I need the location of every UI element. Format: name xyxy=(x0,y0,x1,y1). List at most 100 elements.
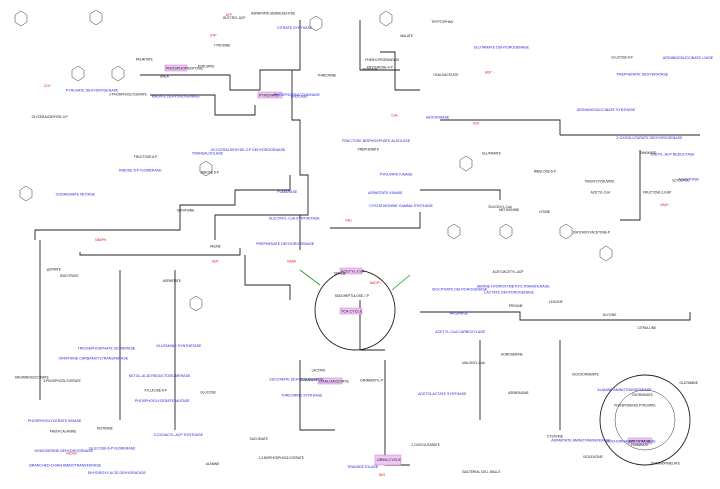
metabolite-label: ISOCITRATE xyxy=(60,274,79,278)
metabolite-label: ASPARTATE xyxy=(163,279,181,283)
enzyme-label: MALATE DEHYDROGENASE xyxy=(152,95,201,99)
metabolite-label: DIAMINOPIMELATE xyxy=(651,462,680,466)
cofactor-label: Pi xyxy=(47,269,50,273)
metabolite-label: PHENYLPYRUVATE xyxy=(585,180,614,184)
enzyme-label: CITRATE SYNTHASE xyxy=(277,26,313,30)
metabolite-label: SUCCINYL-CoA xyxy=(488,205,512,209)
enzyme-label: GLYCERALDEHYDE-3-P DEHYDROGENASE xyxy=(211,148,286,152)
metabolite-label: RIBOSE-5-P xyxy=(201,171,219,175)
cofactor-label: H2O xyxy=(473,121,480,125)
metabolite-label: ISOLEUCINE xyxy=(583,455,602,459)
cofactor-label: GDP xyxy=(212,259,219,263)
metabolite-label: BACTERIAL CELL WALLS xyxy=(463,470,501,474)
enzyme-label: ISOCITRATE DEHYDROGENASE xyxy=(432,288,488,292)
enzyme-label: TRANSALDOLASE xyxy=(192,152,224,156)
enzyme-label: FUMARASE xyxy=(277,190,298,194)
metabolite-label: 2-PHOSPHOGLYCERATE xyxy=(109,93,147,97)
enzyme-label: PYRUVATE KINASE xyxy=(380,172,414,176)
metabolite-label: MALONYL-CoA xyxy=(462,361,485,365)
metabolite-label: GLUCOSE xyxy=(200,390,216,394)
enzyme-label: SUCCINATE DEHYDROGENASE xyxy=(269,378,324,382)
metabolite-label: LYSINE xyxy=(539,210,550,214)
highlight-box-label: ACETYL-CoA xyxy=(341,270,365,274)
metabolite-label: UREA xyxy=(160,74,170,78)
metabolite-label: VALINE xyxy=(210,244,221,248)
metabolite-label: 3-PHOSPHOGLYCERATE xyxy=(43,379,81,383)
enzyme-label: ARGININOSUCCINATE LYASE xyxy=(663,56,714,60)
cofactor-label: NADP+ xyxy=(370,281,381,285)
metabolite-label: TRYPTOPHAN xyxy=(431,20,453,24)
metabolite-label: GLYCERALDEHYDE-3-P xyxy=(32,115,68,119)
enzyme-label: PHOSPHOFRUCTOKINASE xyxy=(274,93,321,97)
enzyme-label: CYSTATHIONINE GAMMA-SYNTHASE xyxy=(369,204,433,208)
metabolite-label: 2-OXOGLUTARATE xyxy=(411,443,440,447)
enzyme-label: ARGININOSUCCINATE SYNTHASE xyxy=(577,108,636,112)
enzyme-label: ACETOLACTATE SYNTHASE xyxy=(418,392,467,396)
metabolite-label: FUMARATE xyxy=(300,378,317,382)
enzyme-label: THREONINE SYNTHASE xyxy=(281,394,323,398)
urea-cycle xyxy=(599,374,691,466)
metabolite-label: GLYCEROL xyxy=(672,178,689,182)
enzyme-label: TRANSKETOLASE xyxy=(347,465,379,469)
metabolite-label: LACTATE xyxy=(312,368,326,372)
metabolite-label: SHIKIMATE xyxy=(640,151,657,155)
metabolite-label: GLYCINE xyxy=(603,313,617,317)
metabolite-label: ASPARAGINE xyxy=(508,391,528,395)
metabolite-label: PHENYLPROPANOIDS xyxy=(365,58,399,62)
metabolite-label: GLUCOSE-6-P xyxy=(611,55,633,59)
metabolite-label: OXALOACETATE xyxy=(433,73,458,77)
enzyme-label: GLUTAMINE SYNTHETASE xyxy=(156,344,202,348)
metabolite-label: PHENYLALANINE xyxy=(50,430,76,434)
cofactor-label: NAD+ xyxy=(660,203,669,207)
cofactor-label: FAD xyxy=(345,219,352,223)
metabolite-label: BUTYRYL-ACP xyxy=(223,16,245,20)
enzyme-label: SERINE HYDROXYMETHYLTRANSFERASE xyxy=(477,284,551,288)
enzyme-label: PREPHENATE DEHYDRATASE xyxy=(617,72,669,76)
metabolite-label: GLUTAMINE xyxy=(680,381,698,385)
metabolite-label: HISTIDINE xyxy=(97,426,113,430)
metabolite-label: PALMITATE xyxy=(136,58,153,62)
enzyme-label: GLUCOSE-6-P ISOMERASE xyxy=(89,447,136,451)
enzyme-label: RIBOSE-5-P ISOMERASE xyxy=(119,169,162,173)
metabolite-label: CITRULLINE xyxy=(638,326,657,330)
enzyme-label: SUCCINYL-CoA SYNTHETASE xyxy=(269,217,320,221)
metabolite-label: PROLINE xyxy=(509,304,523,308)
pathway-lines xyxy=(34,20,700,466)
metabolite-label: THREONINE xyxy=(318,74,337,78)
metabolite-label: FUMARATE xyxy=(631,443,648,447)
enzyme-label: BRANCHED-CHAIN AMINOTRANSFERASE xyxy=(29,463,101,467)
enzyme-label: FRUCTOSE BISPHOSPHATE ALDOLASE xyxy=(342,139,411,143)
enzyme-label: 3-OXOACYL-ACP SYNTHASE xyxy=(154,433,204,437)
enzyme-label: ALANINE AMINOTRANSFERASE xyxy=(597,388,652,392)
metabolite-label: ACETOACETYL-ACP xyxy=(493,270,524,274)
metabolite-label: ALANINE xyxy=(206,462,220,466)
metabolite-label: RIBULOSE-5-P xyxy=(534,170,556,174)
cofactor-label: ADP xyxy=(485,71,492,75)
metabolite-label: SERINE xyxy=(334,272,346,276)
highlight-box-label: TCA CYCLE xyxy=(341,310,363,314)
enzyme-label: CHORISMATE MUTASE xyxy=(56,192,96,196)
metabolite-label: CITRATE xyxy=(48,267,61,271)
metabolite-label: 1,3-BISPHOSPHOGLYCERATE xyxy=(259,456,304,460)
metabolite-label: LEUCINE xyxy=(549,300,563,304)
metabolite-label: PHOSPHOENOLPYRUVATE xyxy=(614,404,655,408)
enzyme-label: LACTATE DEHYDROGENASE xyxy=(484,290,534,294)
metabolite-label: CARBAMOYL-P xyxy=(360,378,383,382)
cofactor-labels: ATPADPNAD+NADHNADP+NADPHCO2H2OPiCoAFADFA… xyxy=(44,13,669,477)
enzyme-label: PHOSPHOGLYCERATE KINASE xyxy=(28,419,82,423)
enzyme-label: ACONITASE xyxy=(678,177,699,181)
highlight-box-label: FATTY ACID xyxy=(629,440,651,444)
enzyme-label: HOMOSERINE DEHYDROGENASE xyxy=(35,449,94,453)
enzyme-label: TRIOSEPHOSPHATE ISOMERASE xyxy=(78,347,136,351)
metabolite-label: XYLULOSE-5-P xyxy=(144,389,167,393)
highlight-box-label: PHOSPHOPENTOSE xyxy=(166,67,204,71)
highlight-boxes xyxy=(164,64,653,466)
enzyme-label: PHOSPHOGLYCERATE MUTASE xyxy=(135,399,191,403)
metabolite-label: GLUTAMATE xyxy=(482,152,501,156)
enzyme-label: DIHYDROXY-ACID DEHYDRATASE xyxy=(88,471,147,475)
enzyme-label: ENOYL-ACP REDUCTASE xyxy=(651,153,695,157)
enzyme-label: KETOL-ACID REDUCTOISOMERASE xyxy=(129,374,191,378)
molecule-structures xyxy=(14,9,613,312)
